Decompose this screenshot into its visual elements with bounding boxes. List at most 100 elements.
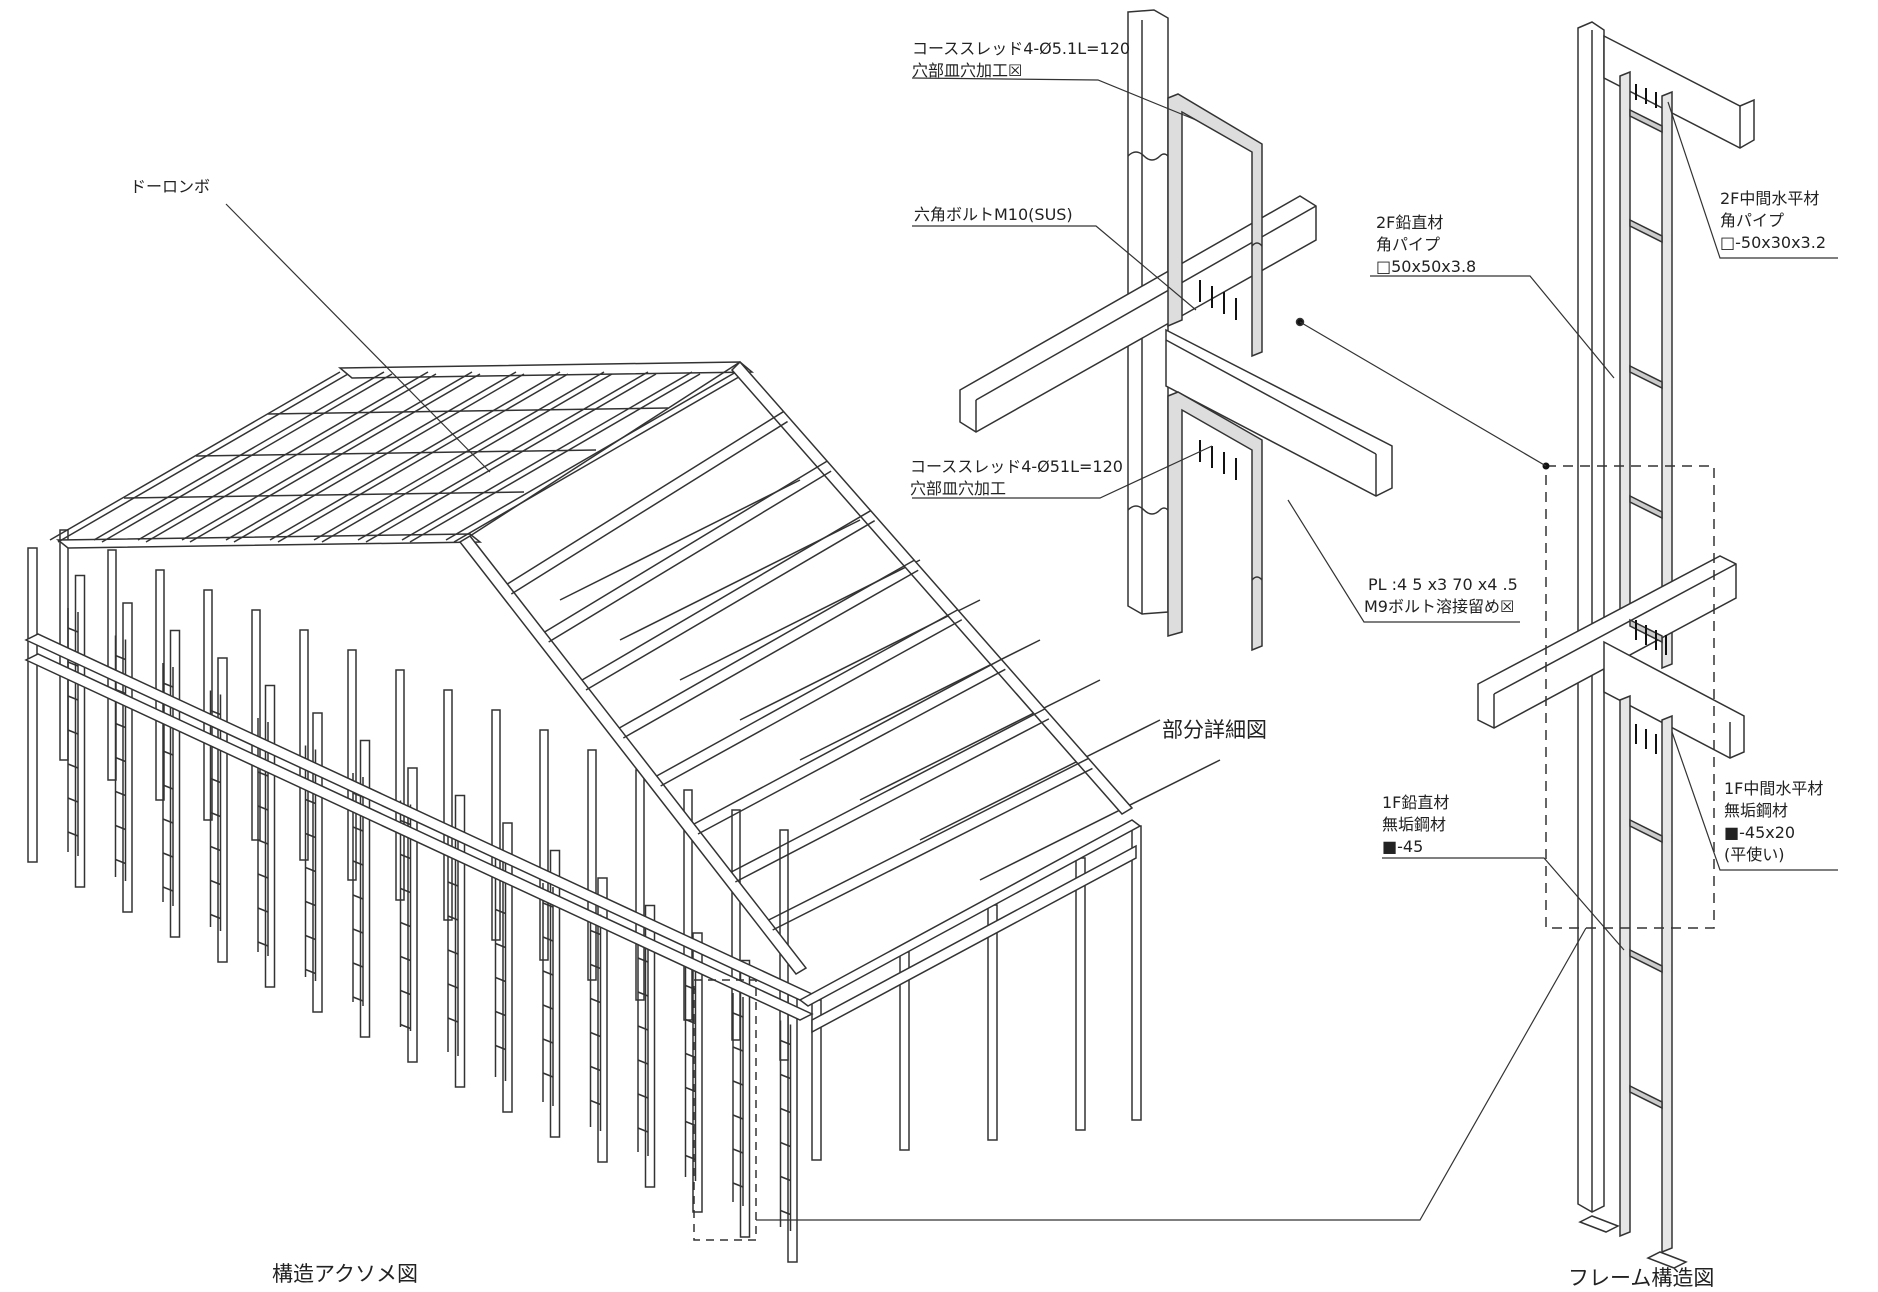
end-post (1075, 857, 1086, 1131)
ladder-rung (67, 831, 79, 837)
caption-frame-structure: フレーム構造図 (1568, 1266, 1715, 1290)
ladder-rung (352, 928, 364, 934)
ladder-rung (305, 798, 316, 805)
leader-2f-horizontal (1667, 101, 1838, 259)
rafter (181, 371, 473, 541)
label-2f-horizontal-size: □-50x30x3.2 (1720, 233, 1826, 252)
ladder-rung (210, 845, 221, 852)
ladder-rung (637, 1093, 649, 1099)
detail-upper-frame (1167, 93, 1263, 358)
ladder-rung (67, 763, 79, 769)
ladder-rung (495, 976, 506, 983)
break-mark (1127, 151, 1169, 161)
ladder-rung (590, 1099, 601, 1106)
back-post (203, 589, 213, 821)
ladder-rung (542, 1072, 554, 1078)
ladder-rung (732, 1114, 744, 1120)
floor-joist (859, 679, 1101, 801)
label-screw-bottom-note: 穴部皿穴加工 (910, 479, 1007, 498)
front-post (597, 877, 608, 1163)
ridge-beam (337, 361, 755, 379)
ladder-rung (780, 1209, 791, 1216)
label-2f-vertical-type: 角パイプ (1376, 235, 1441, 254)
upper-rung (1629, 218, 1663, 244)
front-post (217, 657, 228, 963)
ladder-rung (780, 1141, 791, 1148)
end-purlin (585, 520, 876, 691)
label-plate-spec: PL :4 5 x3 70 x4 .5 (1368, 575, 1518, 594)
leader-lines (225, 77, 1838, 1221)
ladder-rung (637, 991, 649, 997)
floor-joist (979, 759, 1221, 881)
ladder-rung (352, 860, 364, 866)
end-purlin (622, 569, 919, 739)
end-purlin (734, 718, 1050, 883)
rafter (225, 371, 517, 541)
end-purlin (697, 668, 1006, 835)
rafter (233, 373, 525, 543)
ladder-rung (400, 853, 411, 860)
frame-horizontal-rungs (1629, 108, 1663, 1110)
label-1f-horizontal-type: 無垢鋼材 (1724, 801, 1789, 820)
front-post (787, 987, 798, 1263)
ladder-rung (257, 941, 269, 947)
ladder-rung (400, 887, 411, 894)
ladder-rung (590, 963, 601, 970)
ladder-rung (400, 921, 411, 928)
ladder-rung (637, 1059, 649, 1065)
ladder-rung (685, 1120, 696, 1127)
rafter (365, 373, 657, 543)
ladder-rung (257, 839, 269, 845)
gable-frame (458, 360, 1134, 975)
ladder-rung (780, 1107, 791, 1114)
ladder-rung (210, 777, 221, 784)
end-sill (811, 844, 1137, 1034)
ladder-rung (780, 1175, 791, 1182)
ladder-rung (447, 881, 459, 887)
leader-hex-bolt (912, 225, 1197, 311)
ladder-rung (400, 989, 411, 996)
purlin (267, 407, 669, 415)
leader-screw-bottom (912, 445, 1213, 499)
ladder-rung (305, 832, 316, 839)
ladder-rung (352, 826, 364, 832)
back-post (587, 749, 597, 981)
rafter (321, 373, 613, 543)
rafter (49, 371, 341, 541)
ladder-rung (257, 771, 269, 777)
back-post (635, 769, 645, 1001)
front-second-plate (24, 653, 814, 1021)
ladder-rung (67, 695, 79, 701)
label-2f-vertical-size: □50x50x3.8 (1376, 257, 1477, 276)
ladder-rung (732, 1046, 744, 1052)
ladder-rung (305, 866, 316, 873)
front-post (502, 822, 513, 1113)
upper-rung (1629, 108, 1663, 134)
label-drone: ドーロンボ (130, 177, 211, 196)
back-post (347, 649, 357, 881)
base-plate (1646, 1251, 1688, 1269)
ladder-rung (210, 913, 221, 920)
front-post (644, 904, 656, 1188)
back-post (251, 609, 261, 841)
ladder-rung (637, 957, 649, 963)
ladder-rung (732, 1080, 744, 1086)
end-purlin (548, 470, 832, 643)
eave-beam (55, 533, 483, 549)
rafter (137, 371, 429, 541)
ladder-rung (67, 729, 79, 735)
front-post (359, 739, 371, 1038)
label-1f-horizontal-title: 1F中間水平材 (1724, 779, 1824, 798)
rafter (189, 373, 481, 543)
ladder-rung (780, 1039, 791, 1046)
ladder-rung (305, 934, 316, 941)
label-2f-vertical-title: 2F鉛直材 (1376, 213, 1444, 232)
ladder-rung (210, 811, 221, 818)
label-hex-bolt: 六角ボルトM10(SUS) (914, 205, 1073, 224)
ladder-rung (447, 915, 459, 921)
ladder-rung (447, 983, 459, 989)
ladder-rung (115, 722, 126, 729)
front-top-plate (24, 633, 814, 1001)
front-post (407, 767, 418, 1063)
ladder-rung (210, 879, 221, 886)
